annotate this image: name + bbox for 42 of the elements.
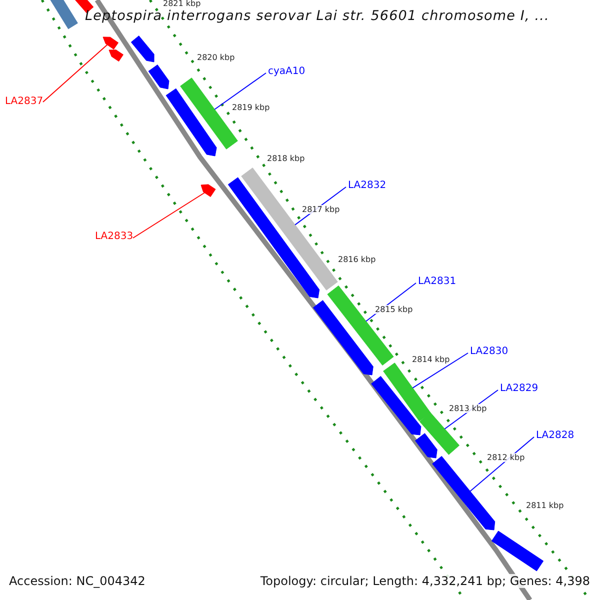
scale-label: 2815 kbp xyxy=(375,305,413,314)
accession-text: Accession: NC_004342 xyxy=(9,574,146,588)
gene-feature xyxy=(491,530,544,572)
gene-label: LA2828 xyxy=(536,430,574,441)
scale-label: 2820 kbp xyxy=(197,53,235,62)
gene-label: LA2832 xyxy=(348,180,386,191)
scale-label: 2817 kbp xyxy=(302,205,340,214)
gene-feature xyxy=(148,64,170,90)
gene-feature xyxy=(312,300,374,376)
leader-line xyxy=(42,44,108,102)
gene-feature xyxy=(47,0,78,30)
genome-info-text: Topology: circular; Length: 4,332,241 bp; Genes: 4,398 xyxy=(260,574,590,588)
gene-feature xyxy=(414,433,438,458)
scale-label: 2816 kbp xyxy=(338,255,376,264)
gene-label: LA2833 xyxy=(95,231,134,242)
gene-label: LA2830 xyxy=(470,346,508,357)
gene-feature xyxy=(241,168,338,290)
gene-feature xyxy=(371,376,422,436)
scale-label: 2812 kbp xyxy=(487,453,525,462)
gene-feature xyxy=(166,88,217,156)
gene-feature xyxy=(327,285,394,366)
gene-feature xyxy=(102,36,119,50)
gene-feature xyxy=(200,184,216,197)
scale-label: 2813 kbp xyxy=(449,404,487,413)
gene-feature xyxy=(420,412,460,455)
scale-label: 2814 kbp xyxy=(412,355,450,364)
leader-line xyxy=(412,352,468,388)
scale-label: 2819 kbp xyxy=(232,103,270,112)
gene-feature xyxy=(108,50,124,62)
scale-label: 2821 kbp xyxy=(163,0,201,8)
leader-line xyxy=(214,72,266,110)
leader-line xyxy=(132,192,205,238)
gene-feature xyxy=(130,36,154,62)
gene-feature xyxy=(383,362,431,422)
scale-label: 2811 kbp xyxy=(526,501,564,510)
title: Leptospira interrogans serovar Lai str. 56601 chromosome I, ... xyxy=(85,8,550,24)
gene-label: cyaA10 xyxy=(268,66,306,77)
gene-feature xyxy=(228,177,320,298)
gene-label: LA2837 xyxy=(5,96,44,107)
gene-label: LA2831 xyxy=(418,276,456,287)
gene-label: LA2829 xyxy=(500,383,538,394)
scale-label: 2818 kbp xyxy=(267,154,305,163)
